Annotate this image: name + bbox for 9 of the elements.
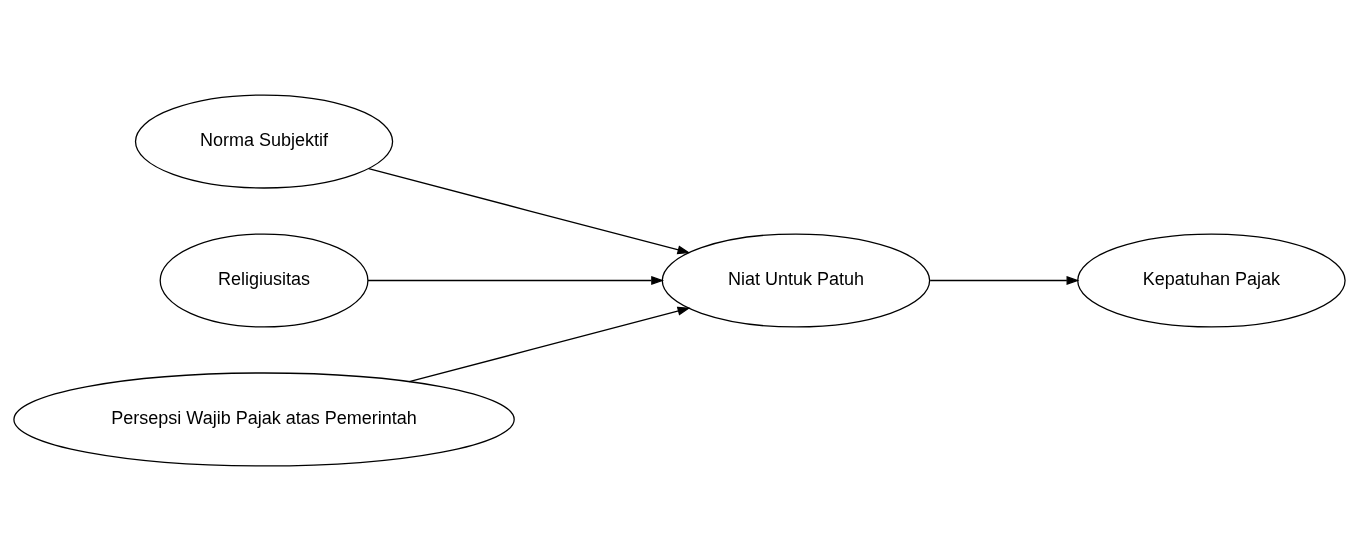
node-ellipse: Persepsi Wajib Pajak atas Pemerintah [13,371,515,467]
node-ellipse: Kepatuhan Pajak [1077,232,1346,328]
arrow [367,275,665,285]
arrow [368,167,691,254]
node-ellipse: Niat Untuk Patuh [661,232,931,328]
arrow [408,306,691,382]
arrow [929,275,1080,285]
node-ellipse: Norma Subjektif [134,93,394,189]
node-ellipse: Religiusitas [159,232,369,328]
